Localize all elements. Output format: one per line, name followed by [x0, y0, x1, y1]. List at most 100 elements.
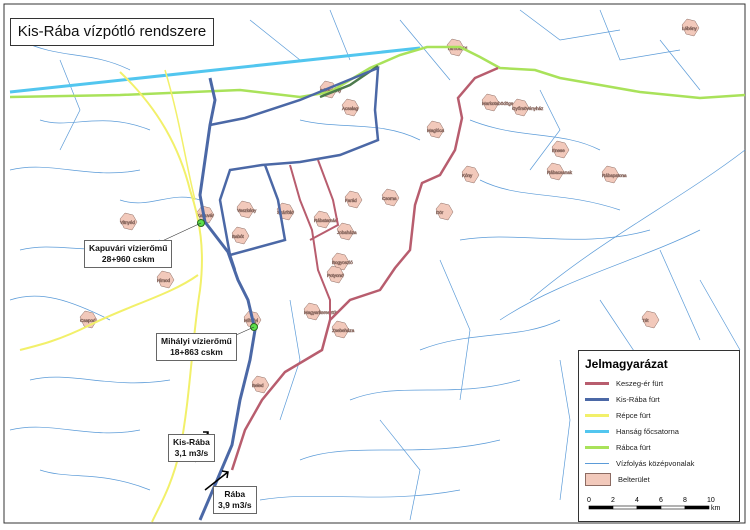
- legend-item: Répce fürt: [585, 407, 739, 423]
- scale-segment: [684, 505, 710, 510]
- legend-label: Keszeg-ér fürt: [616, 378, 664, 388]
- town-label: Markotabödöge: [482, 101, 514, 106]
- belterulet-area: [251, 375, 270, 394]
- callout-value: 3,1 m3/s: [174, 448, 209, 458]
- belterulet-area: [156, 270, 175, 289]
- legend-item: Vízfolyás középvonalak: [585, 455, 739, 471]
- town-label: Mihályi: [244, 318, 258, 323]
- belterulet-area: [231, 226, 250, 245]
- legend-swatch-icon: [585, 445, 609, 449]
- callout-name: Mihályi vízierőmű: [161, 336, 232, 346]
- belterulet-area: [303, 302, 322, 321]
- scale-unit: km: [711, 505, 721, 512]
- belterulet-layer: KapuvárMihályiVitnyédHimodCsapodCsornaFa…: [79, 18, 700, 394]
- belterulet-area: [236, 200, 255, 219]
- town-label: Himod: [157, 278, 171, 283]
- legend-item: Keszeg-ér fürt: [585, 375, 739, 391]
- town-label: Lébény: [682, 26, 698, 31]
- town-label: Maglóca: [427, 128, 445, 133]
- belterulet-area: [344, 190, 363, 209]
- belterulet-area: [511, 98, 530, 117]
- callout-name: Kapuvári vízierőmű: [89, 243, 168, 253]
- town-label: Potyond: [327, 273, 344, 278]
- belterulet-area: [341, 98, 360, 117]
- legend-swatch-icon: [585, 397, 609, 401]
- belterulet-area: [641, 310, 660, 329]
- kapuvar-callout: Kapuvári vízierőmű 28+960 cskm: [84, 240, 173, 268]
- scale-tick-label: 8: [683, 497, 687, 504]
- legend-swatch-icon: [585, 462, 609, 464]
- town-label: Tárnokréti: [447, 46, 467, 51]
- legend-label: Belterület: [618, 474, 650, 484]
- town-label: Kapuvár: [197, 213, 214, 218]
- town-label: Beled: [252, 383, 264, 388]
- belterulet-area: [461, 165, 480, 184]
- town-label: Dör: [436, 210, 444, 215]
- mihalyi-callout: Mihályi vízierőmű 18+863 cskm: [156, 333, 237, 361]
- belterulet-area: [435, 202, 454, 221]
- callout-km: 18+863 cskm: [170, 347, 223, 357]
- legend-label: Kis-Rába fürt: [616, 394, 660, 404]
- town-label: Veszkény: [237, 208, 257, 213]
- scale-tick-label: 10: [707, 497, 715, 504]
- keszeg-branch-2: [309, 159, 340, 241]
- kapuvar-leader: [159, 222, 202, 243]
- legend-label: Vízfolyás középvonalak: [616, 458, 695, 468]
- repce-furt: [119, 71, 203, 523]
- scale-tick-label: 0: [587, 497, 591, 504]
- kis-raba-flow-callout: Kis-Rába 3,1 m3/s: [168, 434, 215, 462]
- belterulet-area: [331, 320, 350, 339]
- belterulet-area: [481, 93, 500, 112]
- town-label: Farád: [345, 198, 357, 203]
- scale-segment: [612, 505, 638, 510]
- belterulet-area: [313, 210, 332, 229]
- town-label: Babót: [232, 234, 245, 239]
- belterulet-area: [681, 18, 700, 37]
- belterulet-area: [601, 165, 620, 184]
- legend-label: Rábca fürt: [616, 442, 651, 452]
- town-label: Magyarkeresztúr: [304, 310, 338, 315]
- town-label: Rábacsanak: [547, 170, 573, 175]
- legend-swatch-icon: [585, 472, 611, 486]
- town-label: Enese: [552, 148, 565, 153]
- belterulet-area: [381, 188, 400, 207]
- legend-item: Rábca fürt: [585, 439, 739, 455]
- town-label: Győrsövényház: [512, 106, 544, 111]
- town-label: Jobaháza: [337, 230, 357, 235]
- town-label: Zsebeháza: [332, 328, 355, 333]
- town-label: Acsalag: [342, 106, 359, 111]
- streams-layer: [9, 9, 746, 521]
- belterulet-area: [119, 212, 138, 231]
- legend-swatch-icon: [585, 381, 609, 385]
- kis-raba-link: [228, 254, 237, 271]
- callout-value: 3,9 m3/s: [218, 500, 252, 510]
- town-label: Rábapatona: [602, 173, 627, 178]
- legend-item: Belterület: [585, 471, 739, 487]
- keszeg-branch: [289, 164, 331, 320]
- belterulet-area: [336, 222, 355, 241]
- town-label: Tét: [642, 318, 649, 323]
- legend-label: Répce fürt: [616, 410, 651, 420]
- town-label: Kóny: [462, 173, 473, 178]
- keszeg-er-furt: [230, 66, 499, 471]
- legend-swatch-icon: [585, 413, 609, 417]
- callout-name: Kis-Rába: [173, 437, 210, 447]
- belterulet-area: [546, 162, 565, 181]
- town-label: Csapod: [80, 318, 96, 323]
- belterulet-area: [326, 265, 345, 284]
- legend-item: Kis-Rába fürt: [585, 391, 739, 407]
- repce-branch: [19, 274, 199, 351]
- repce-branch-2: [164, 69, 196, 201]
- scale-segment: [636, 505, 662, 510]
- callout-km: 28+960 cskm: [101, 254, 155, 264]
- legend-swatch-icon: [585, 429, 609, 433]
- town-label: Bogyoszló: [332, 260, 353, 265]
- scale-tick-label: 6: [659, 497, 663, 504]
- town-label: Csorna: [382, 196, 397, 201]
- hansag-focsatorna: [9, 46, 421, 94]
- scale-tick-label: 2: [611, 497, 615, 504]
- kis-raba-furt: [198, 77, 257, 521]
- town-label: Szárföld: [277, 210, 294, 215]
